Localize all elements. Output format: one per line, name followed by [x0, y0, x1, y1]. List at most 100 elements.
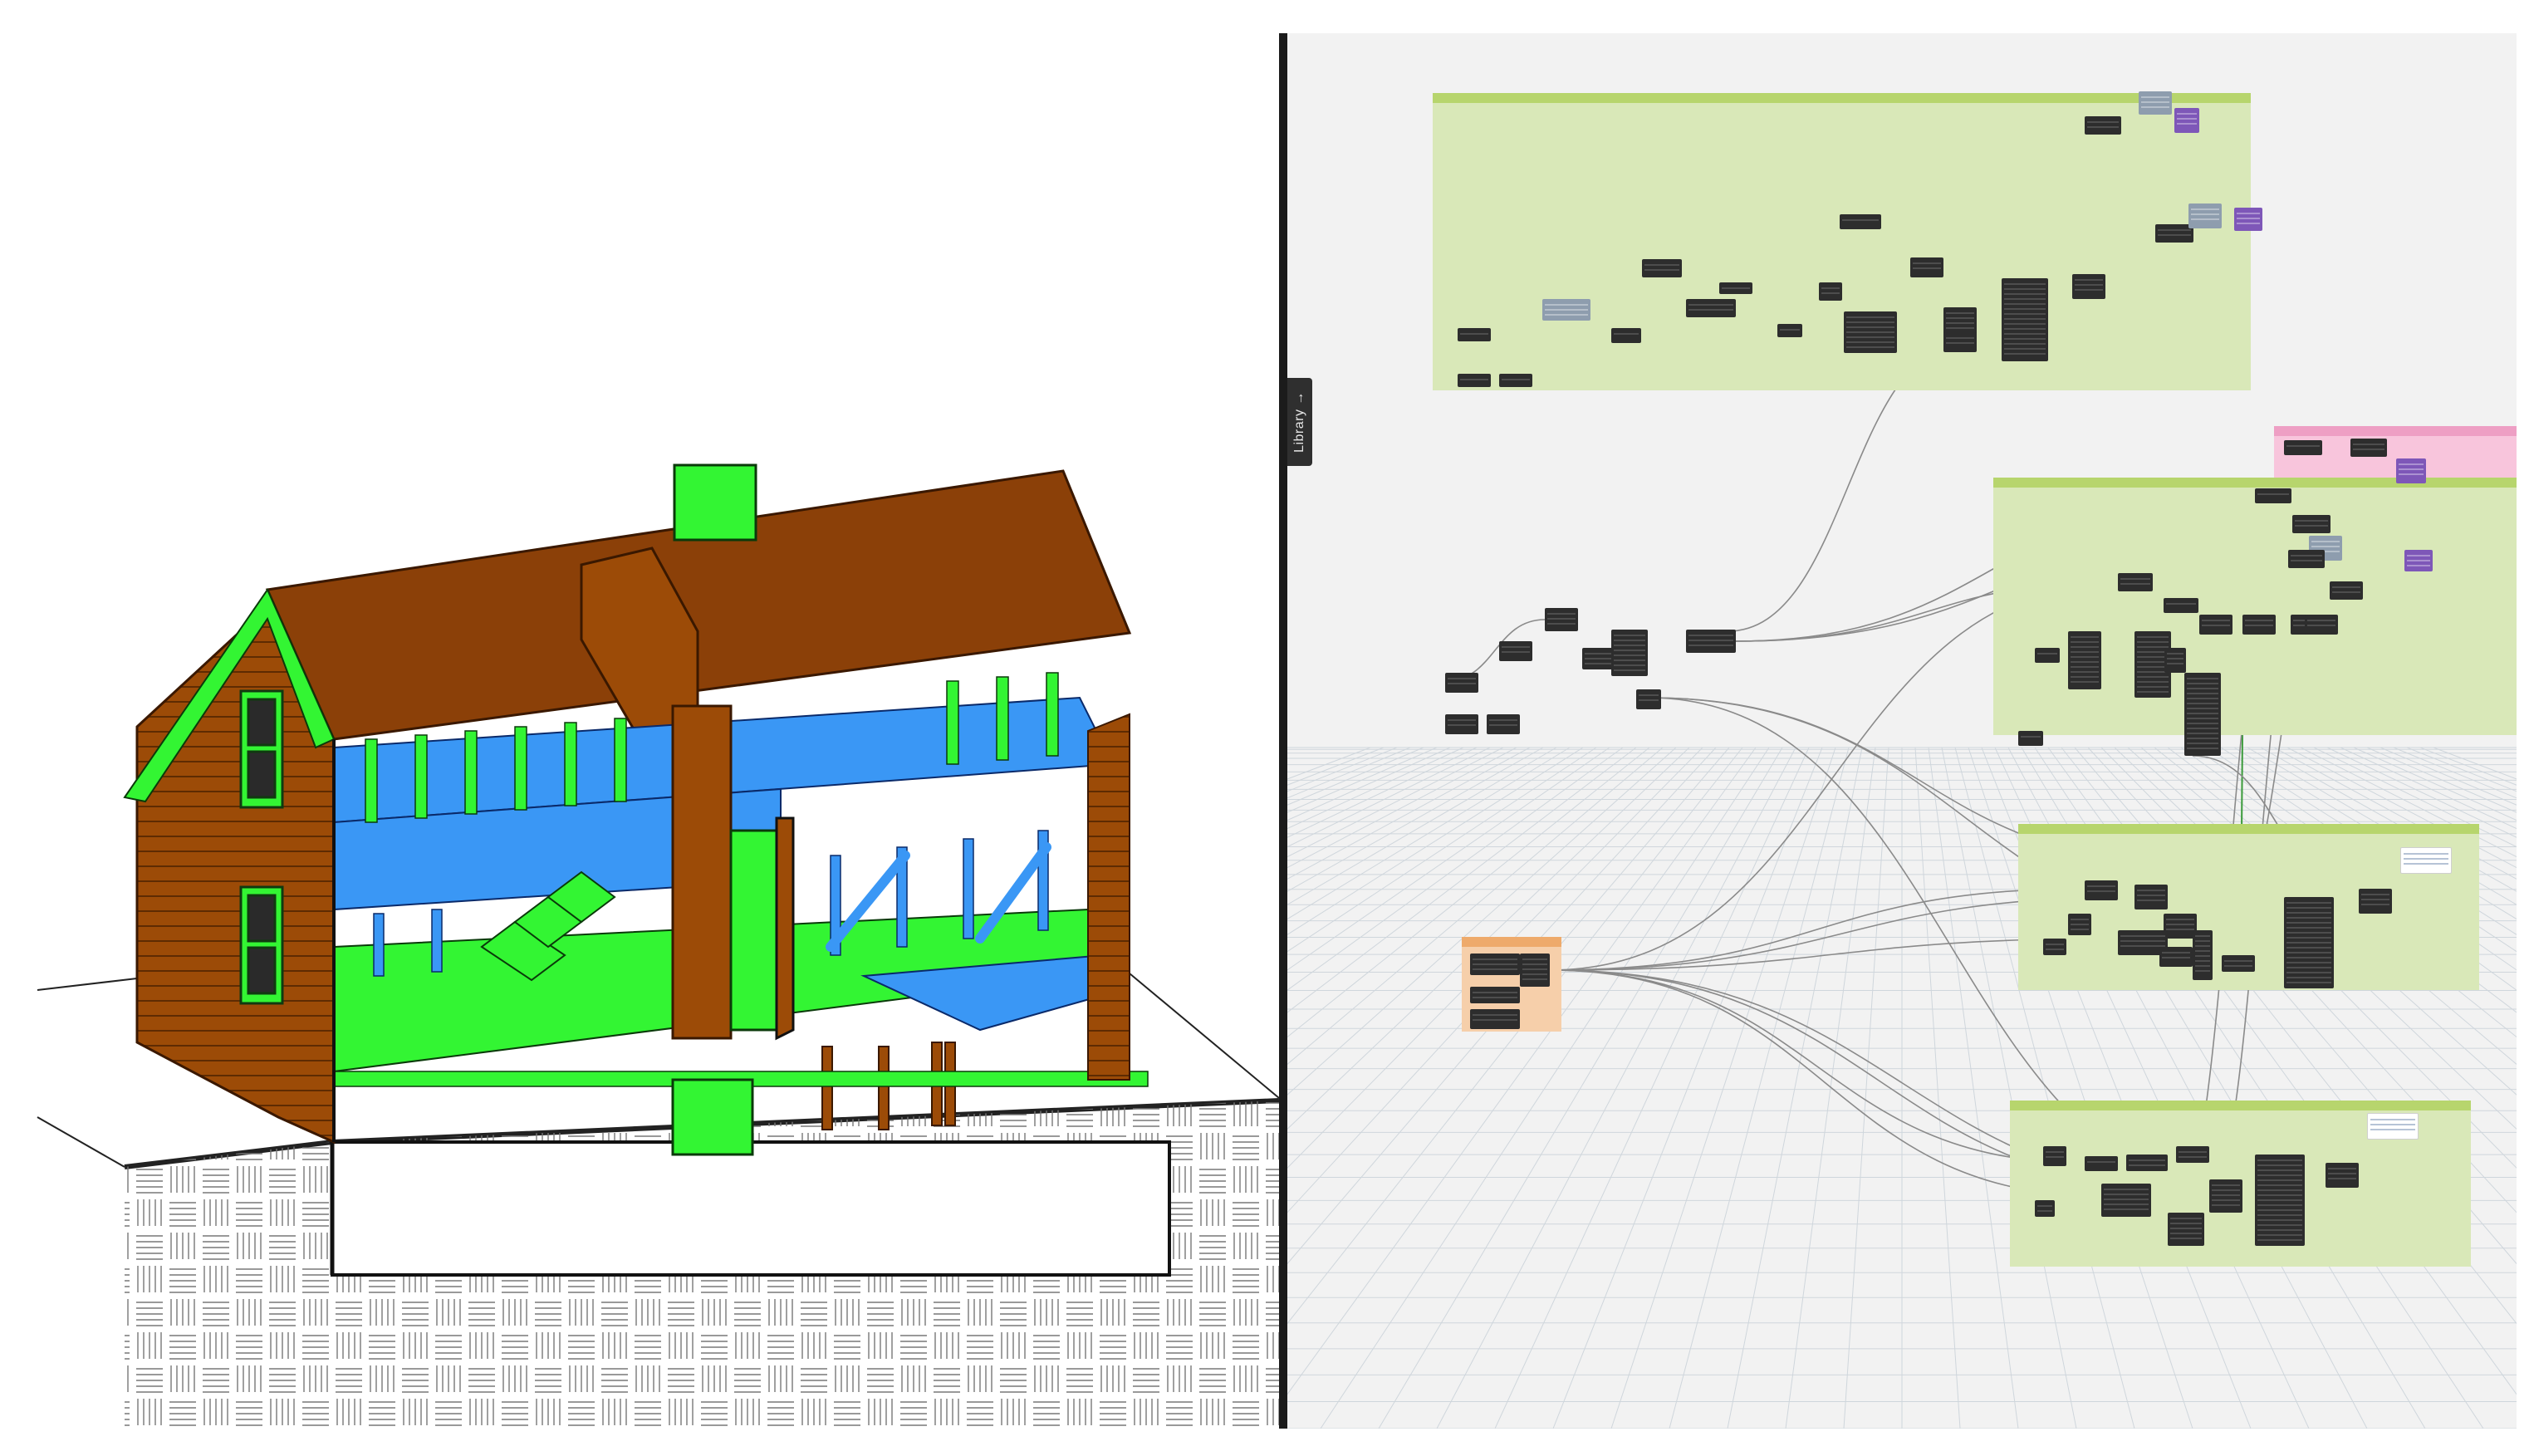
node-port[interactable] — [2195, 955, 2210, 957]
graph-node[interactable] — [2288, 550, 2325, 568]
node-port[interactable] — [2137, 641, 2169, 643]
node-port[interactable] — [2202, 625, 2230, 626]
node-port[interactable] — [2202, 620, 2230, 621]
node-port[interactable] — [2195, 940, 2210, 942]
graph-node[interactable] — [1582, 648, 1615, 669]
node-port[interactable] — [1547, 613, 1576, 615]
node-port[interactable] — [1846, 326, 1894, 328]
node-port[interactable] — [2370, 1129, 2415, 1130]
graph-node[interactable] — [2242, 615, 2276, 635]
graph-node[interactable] — [2234, 208, 2262, 231]
node-port[interactable] — [2286, 947, 2331, 949]
node-port[interactable] — [2075, 289, 2103, 291]
node-port[interactable] — [2286, 932, 2331, 934]
node-port[interactable] — [2104, 1189, 2149, 1190]
node-port[interactable] — [2187, 708, 2218, 709]
graph-node[interactable] — [2159, 947, 2193, 967]
graph-node[interactable] — [1499, 374, 1532, 387]
node-port[interactable] — [2286, 922, 2331, 924]
graph-node[interactable] — [2118, 573, 2153, 591]
node-port[interactable] — [1946, 342, 1974, 344]
graph-node[interactable] — [1840, 214, 1881, 229]
graph-node[interactable] — [2018, 731, 2043, 746]
node-port[interactable] — [2404, 858, 2448, 860]
graph-node[interactable] — [1542, 299, 1590, 321]
node-port[interactable] — [2257, 1199, 2302, 1201]
node-port[interactable] — [2311, 551, 2340, 552]
node-port[interactable] — [2120, 583, 2150, 585]
node-port[interactable] — [2407, 565, 2430, 566]
node-port[interactable] — [2311, 546, 2340, 547]
graph-node[interactable] — [2176, 1146, 2209, 1163]
node-port[interactable] — [2187, 728, 2218, 729]
group-title-bar[interactable] — [2274, 426, 2517, 436]
node-port[interactable] — [1473, 992, 1517, 993]
node-port[interactable] — [2104, 1199, 2149, 1200]
graph-node[interactable] — [2284, 897, 2334, 988]
node-port[interactable] — [2075, 279, 2103, 281]
graph-node[interactable] — [1487, 714, 1520, 734]
node-port[interactable] — [1614, 664, 1645, 666]
node-port[interactable] — [2224, 965, 2252, 967]
group-title-bar[interactable] — [2010, 1101, 2471, 1110]
node-port[interactable] — [2179, 1156, 2207, 1158]
graph-node[interactable] — [1545, 608, 1578, 631]
node-port[interactable] — [2137, 666, 2169, 668]
graph-node[interactable] — [2168, 1213, 2204, 1246]
node-port[interactable] — [2087, 1161, 2115, 1163]
graph-node[interactable] — [2367, 1113, 2419, 1140]
graph-node[interactable] — [2255, 1155, 2305, 1246]
node-port[interactable] — [2286, 937, 2331, 939]
node-port[interactable] — [2071, 919, 2089, 920]
node-port[interactable] — [2195, 945, 2210, 947]
node-port[interactable] — [2137, 681, 2169, 683]
node-port[interactable] — [1946, 312, 1974, 314]
node-port[interactable] — [1448, 683, 1476, 684]
node-port[interactable] — [2087, 890, 2115, 892]
graph-node[interactable] — [2359, 889, 2392, 914]
node-port[interactable] — [2353, 444, 2384, 445]
node-port[interactable] — [2187, 738, 2218, 739]
node-port[interactable] — [2177, 113, 2197, 115]
node-port[interactable] — [2037, 1210, 2052, 1212]
group-title-bar[interactable] — [1462, 937, 1561, 947]
node-port[interactable] — [2286, 917, 2331, 919]
node-port[interactable] — [2212, 1189, 2240, 1191]
node-port[interactable] — [2141, 106, 2169, 108]
node-port[interactable] — [1846, 316, 1894, 318]
node-port[interactable] — [1614, 669, 1645, 671]
node-port[interactable] — [1644, 269, 1679, 271]
graph-node[interactable] — [2309, 536, 2342, 561]
node-port[interactable] — [1585, 658, 1613, 659]
graph-node[interactable] — [1910, 257, 1943, 277]
graph-node[interactable] — [2199, 615, 2232, 635]
graph-node[interactable] — [2068, 631, 2101, 689]
group-title-bar[interactable] — [1993, 478, 2517, 488]
node-port[interactable] — [2087, 885, 2115, 887]
graph-node[interactable] — [2164, 598, 2198, 613]
graph-node[interactable] — [2174, 108, 2199, 133]
node-port[interactable] — [1473, 968, 1517, 970]
node-port[interactable] — [2291, 560, 2322, 561]
node-port[interactable] — [2071, 671, 2099, 673]
node-port[interactable] — [2166, 919, 2194, 920]
group-title-bar[interactable] — [1433, 93, 2251, 103]
node-port[interactable] — [1473, 1019, 1517, 1021]
node-port[interactable] — [2361, 899, 2389, 900]
node-port[interactable] — [1780, 329, 1800, 331]
node-port[interactable] — [2021, 736, 2041, 738]
node-port[interactable] — [1502, 646, 1530, 648]
node-port[interactable] — [2257, 1234, 2302, 1236]
node-port[interactable] — [2245, 620, 2273, 621]
node-port[interactable] — [2286, 957, 2331, 958]
node-port[interactable] — [2141, 96, 2169, 98]
library-tab[interactable]: Library → — [1287, 378, 1312, 466]
graph-node[interactable] — [1470, 987, 1520, 1003]
node-port[interactable] — [2004, 338, 2046, 340]
node-port[interactable] — [1821, 287, 1840, 289]
graph-node[interactable] — [2002, 278, 2048, 361]
node-port[interactable] — [2286, 952, 2331, 954]
node-port[interactable] — [2004, 288, 2046, 290]
node-port[interactable] — [2257, 1169, 2302, 1171]
node-port[interactable] — [1585, 653, 1613, 654]
